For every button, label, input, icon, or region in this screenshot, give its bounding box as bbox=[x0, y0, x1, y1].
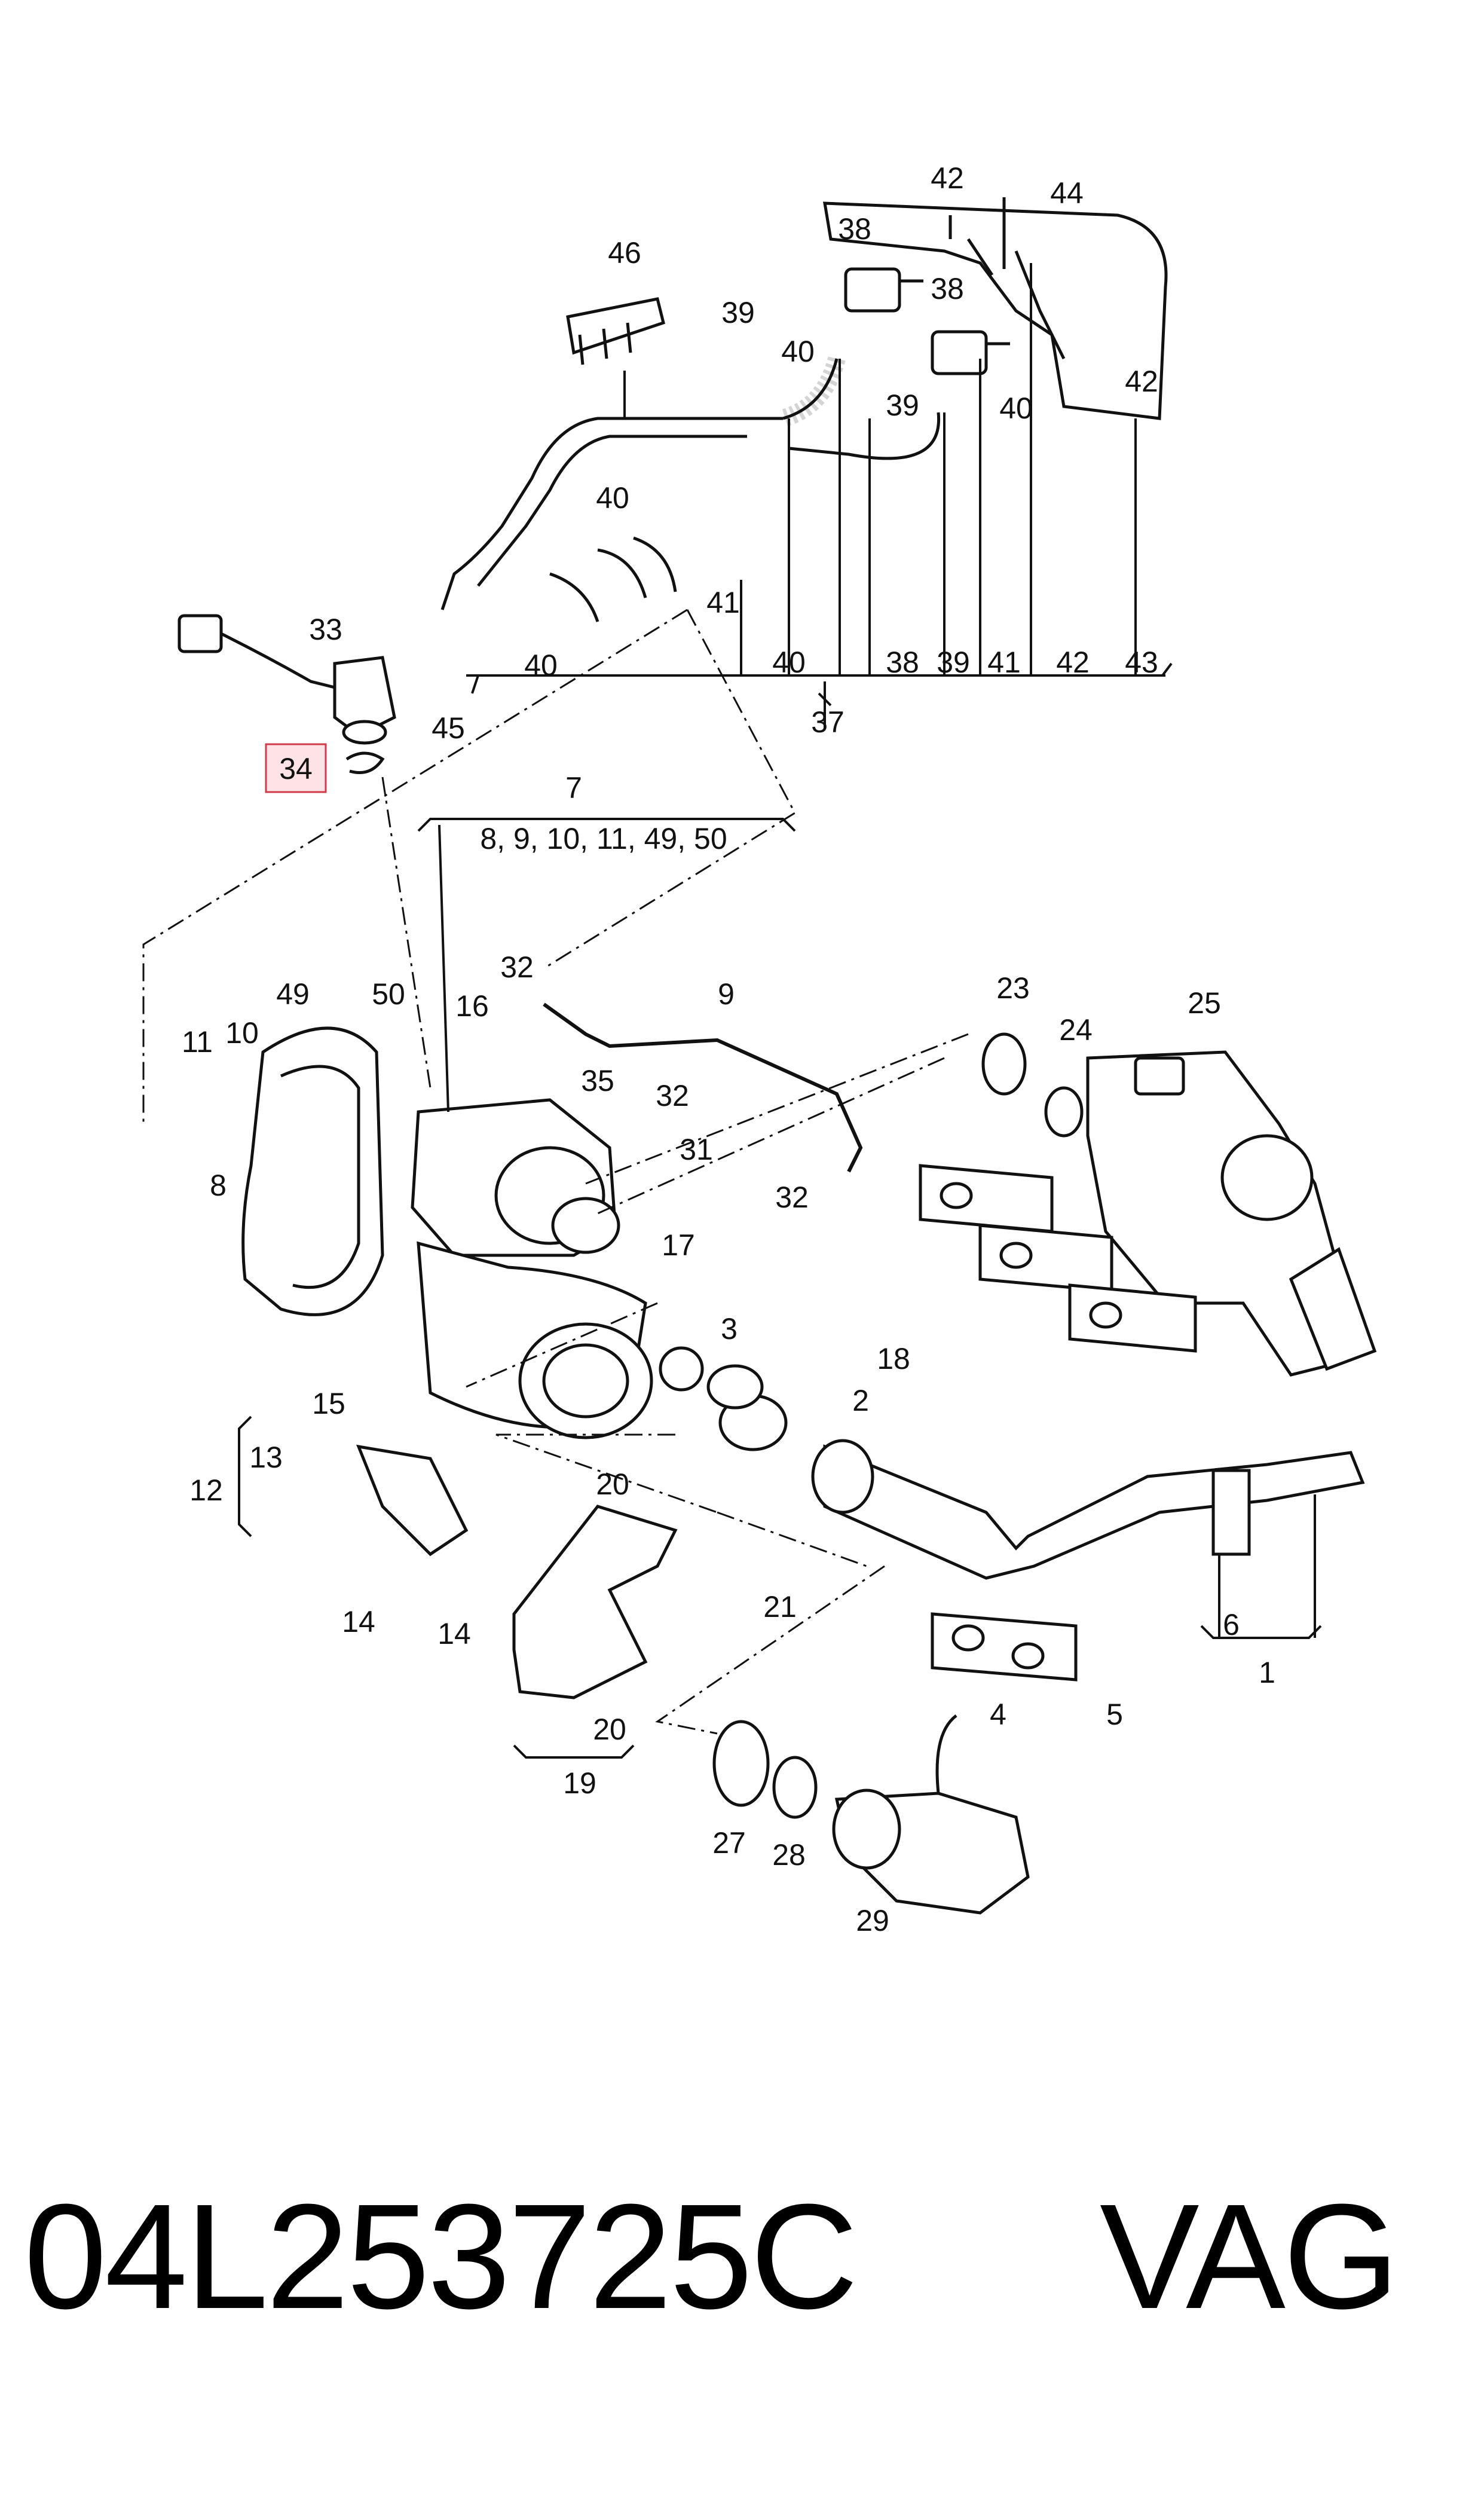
exhaust-manifold-gasket bbox=[919, 1164, 1197, 1353]
callout-5: 5 bbox=[1106, 1698, 1123, 1731]
callout-6: 6 bbox=[1223, 1608, 1240, 1641]
hose-clip-46 bbox=[566, 297, 665, 365]
callout-7: 7 bbox=[565, 771, 582, 805]
callout-42c: 42 bbox=[1056, 646, 1090, 679]
gasket-4 bbox=[931, 1612, 1078, 1682]
callout-23: 23 bbox=[996, 971, 1030, 1005]
turbocharger-25 bbox=[1086, 1050, 1377, 1377]
callout-27: 27 bbox=[712, 1826, 746, 1860]
callout-14b: 14 bbox=[437, 1617, 471, 1650]
clip-34 bbox=[345, 751, 385, 774]
pressure-sensor-33 bbox=[178, 614, 396, 745]
callout-45: 45 bbox=[432, 711, 465, 745]
exhaust-pipe-1 bbox=[659, 1346, 1365, 1580]
callout-37: 37 bbox=[811, 705, 844, 739]
callout-25: 25 bbox=[1188, 986, 1221, 1020]
callout-50: 50 bbox=[372, 977, 405, 1011]
callout-38c: 38 bbox=[886, 646, 919, 679]
callout-19: 19 bbox=[563, 1766, 596, 1800]
callout-28: 28 bbox=[772, 1838, 806, 1872]
callout-24: 24 bbox=[1059, 1013, 1093, 1047]
callout-34: 34 bbox=[279, 752, 313, 785]
group-7-list: 8, 9, 10, 11, 49, 50 bbox=[480, 822, 727, 855]
callout-44: 44 bbox=[1050, 176, 1084, 210]
support-bracket-19 bbox=[512, 1505, 678, 1699]
solid-leaders bbox=[438, 263, 1316, 1638]
vacuum-bracket-assembly bbox=[823, 197, 1168, 420]
callout-40b: 40 bbox=[999, 392, 1033, 425]
callout-32b: 32 bbox=[656, 1079, 689, 1112]
callout-20a: 20 bbox=[596, 1468, 629, 1501]
callout-38b: 38 bbox=[931, 272, 964, 305]
callout-2: 2 bbox=[852, 1384, 869, 1417]
dash-dot-leaders bbox=[142, 609, 969, 1735]
clamp-27-gasket-28 bbox=[712, 1720, 818, 1819]
pipe-29 bbox=[832, 1714, 1030, 1915]
clamp-23-gasket-24 bbox=[981, 1032, 1084, 1138]
callout-40e: 40 bbox=[772, 646, 806, 679]
callout-40c: 40 bbox=[596, 481, 629, 515]
callout-42b: 42 bbox=[1125, 365, 1158, 398]
callout-39a: 39 bbox=[721, 296, 755, 329]
callout-18: 18 bbox=[877, 1342, 910, 1375]
callout-40d: 40 bbox=[524, 649, 558, 682]
callout-43: 43 bbox=[1125, 646, 1158, 679]
callout-41a: 41 bbox=[706, 586, 740, 619]
brace-marks bbox=[238, 662, 1322, 1759]
vacuum-hoses bbox=[440, 356, 941, 622]
callout-39b: 39 bbox=[886, 389, 919, 422]
callout-15: 15 bbox=[312, 1387, 345, 1420]
callout-40a: 40 bbox=[781, 335, 815, 368]
callout-31: 31 bbox=[680, 1133, 713, 1166]
callout-4: 4 bbox=[990, 1698, 1006, 1731]
callout-11: 11 bbox=[182, 1025, 213, 1059]
callout-9: 9 bbox=[718, 977, 735, 1011]
callout-14a: 14 bbox=[342, 1605, 375, 1638]
callout-10: 10 bbox=[225, 1016, 259, 1050]
callout-labels: 1 2 3 4 5 6 7 8 9 10 11 12 13 14 14 15 1… bbox=[182, 161, 1275, 1937]
callout-38a: 38 bbox=[838, 212, 871, 246]
highlight-box bbox=[265, 743, 327, 793]
callout-46: 46 bbox=[608, 236, 641, 270]
callout-8: 8 bbox=[210, 1169, 227, 1202]
callout-32c: 32 bbox=[775, 1181, 809, 1214]
callout-39c: 39 bbox=[937, 646, 970, 679]
callout-21: 21 bbox=[763, 1590, 797, 1624]
callout-20b: 20 bbox=[593, 1713, 626, 1746]
callout-49: 49 bbox=[276, 977, 310, 1011]
callout-12: 12 bbox=[189, 1473, 223, 1507]
callout-3: 3 bbox=[721, 1312, 738, 1346]
callout-41b: 41 bbox=[987, 646, 1021, 679]
callout-32a: 32 bbox=[500, 950, 534, 984]
oil-line-9 bbox=[543, 1002, 863, 1173]
callout-13: 13 bbox=[249, 1441, 283, 1474]
callout-16: 16 bbox=[455, 989, 489, 1023]
callout-33: 33 bbox=[309, 613, 342, 646]
turbocharger-housing bbox=[411, 1098, 653, 1439]
callout-1: 1 bbox=[1259, 1656, 1275, 1689]
heat-shield-49 bbox=[241, 1026, 384, 1316]
support-bracket-12 bbox=[356, 1444, 469, 1557]
callout-17: 17 bbox=[662, 1228, 695, 1262]
callout-29: 29 bbox=[856, 1904, 889, 1937]
callout-42a: 42 bbox=[931, 161, 964, 195]
callout-35: 35 bbox=[581, 1064, 614, 1097]
brand-label: VAG bbox=[1100, 2173, 1399, 2340]
part-number: 04L253725C bbox=[24, 2173, 858, 2340]
